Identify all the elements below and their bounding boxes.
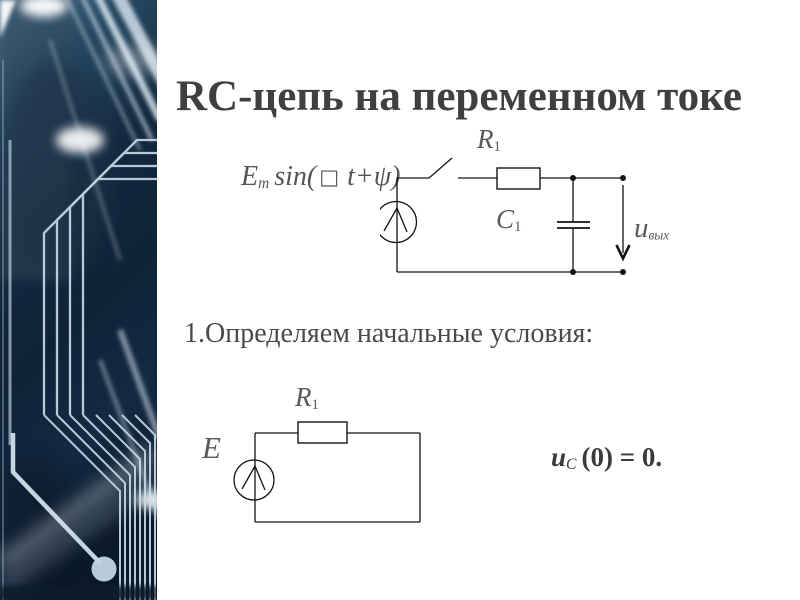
source-icon — [233, 459, 275, 501]
resistor-r1-label-ac: R1 — [477, 124, 501, 155]
source-arrow — [254, 465, 266, 491]
circuit-board-photo — [0, 0, 157, 600]
formula-sin: sin( — [274, 161, 317, 192]
output-voltage-label: uвых — [634, 212, 670, 244]
initial-condition-formula: uC(0) = 0. — [551, 442, 663, 474]
resistor-r1-label-dc: R1 — [295, 382, 319, 413]
emf-label: E — [202, 430, 221, 465]
missing-omega-glyph-box: □ — [319, 165, 340, 189]
pcb-traces — [2, 60, 157, 600]
formula-e-subscript: m — [258, 175, 270, 193]
step1-text: 1.Определяем начальные условия: — [184, 318, 594, 349]
pcb-pad — [91, 556, 117, 582]
ac-circuit-diagram — [380, 157, 631, 275]
source-arrow — [241, 465, 256, 490]
glow-spots — [20, 0, 157, 509]
dc-circuit-diagram — [233, 421, 421, 523]
output-arrowhead — [615, 244, 631, 262]
junction-dots — [570, 175, 626, 275]
source-arrow — [396, 207, 408, 233]
slide-title: RC-цепь на переменном токе — [176, 73, 742, 120]
formula-arg: t+ψ) — [347, 161, 401, 192]
source-icon — [380, 200, 418, 244]
pcb-pad-trace — [10, 433, 117, 582]
switch-icon — [428, 157, 453, 179]
formula-e: E — [241, 161, 259, 192]
capacitor-c1-label: C1 — [496, 204, 522, 235]
resistor-icon — [297, 421, 348, 444]
source-arrow — [383, 207, 398, 232]
resistor-icon — [496, 167, 541, 190]
